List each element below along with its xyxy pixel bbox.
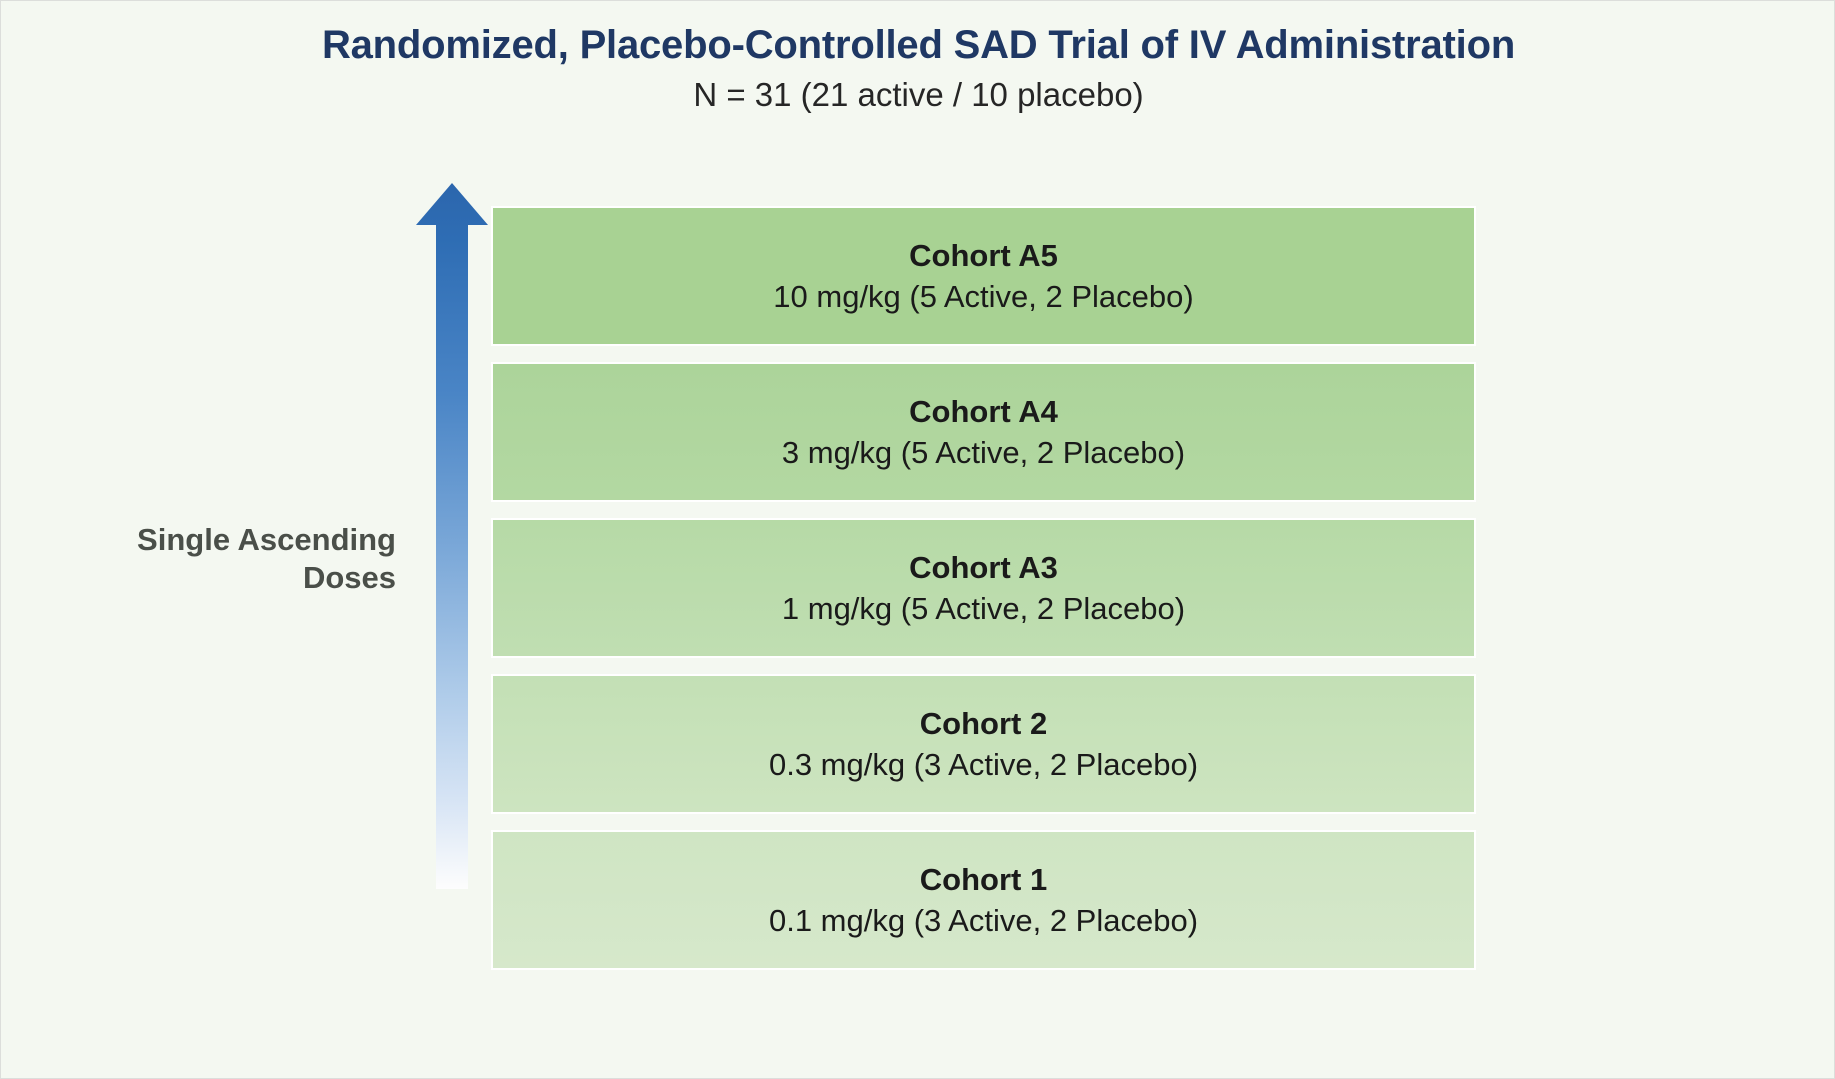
cohort-name: Cohort A4 [909, 393, 1058, 429]
cohort-name: Cohort 2 [919, 705, 1048, 741]
page-subtitle: N = 31 (21 active / 10 placebo) [693, 75, 1144, 113]
header: Randomized, Placebo-Controlled SAD Trial… [1, 23, 1834, 114]
cohort-box-a3[interactable]: Cohort A3 1 mg/kg (5 Active, 2 Placebo) [491, 518, 1476, 658]
page-title: Randomized, Placebo-Controlled SAD Trial… [321, 23, 1516, 67]
cohort-box-a4[interactable]: Cohort A4 3 mg/kg (5 Active, 2 Placebo) [491, 362, 1476, 502]
cohort-stack: Cohort A5 10 mg/kg (5 Active, 2 Placebo)… [491, 206, 1476, 970]
cohort-box-2[interactable]: Cohort 2 0.3 mg/kg (3 Active, 2 Placebo) [491, 674, 1476, 814]
cohort-dose: 1 mg/kg (5 Active, 2 Placebo) [781, 591, 1186, 626]
cohort-dose: 10 mg/kg (5 Active, 2 Placebo) [773, 279, 1194, 314]
cohort-dose: 3 mg/kg (5 Active, 2 Placebo) [781, 435, 1186, 470]
axis-label-single-ascending-doses: Single Ascending Doses [137, 522, 396, 595]
cohort-dose: 0.3 mg/kg (3 Active, 2 Placebo) [768, 747, 1199, 782]
cohort-name: Cohort 1 [919, 861, 1048, 897]
cohort-name: Cohort A5 [909, 237, 1058, 273]
cohort-dose: 0.1 mg/kg (3 Active, 2 Placebo) [768, 903, 1199, 938]
up-arrow-icon [416, 183, 488, 889]
cohort-box-1[interactable]: Cohort 1 0.1 mg/kg (3 Active, 2 Placebo) [491, 830, 1476, 970]
cohort-box-a5[interactable]: Cohort A5 10 mg/kg (5 Active, 2 Placebo) [491, 206, 1476, 346]
cohort-name: Cohort A3 [909, 549, 1058, 585]
